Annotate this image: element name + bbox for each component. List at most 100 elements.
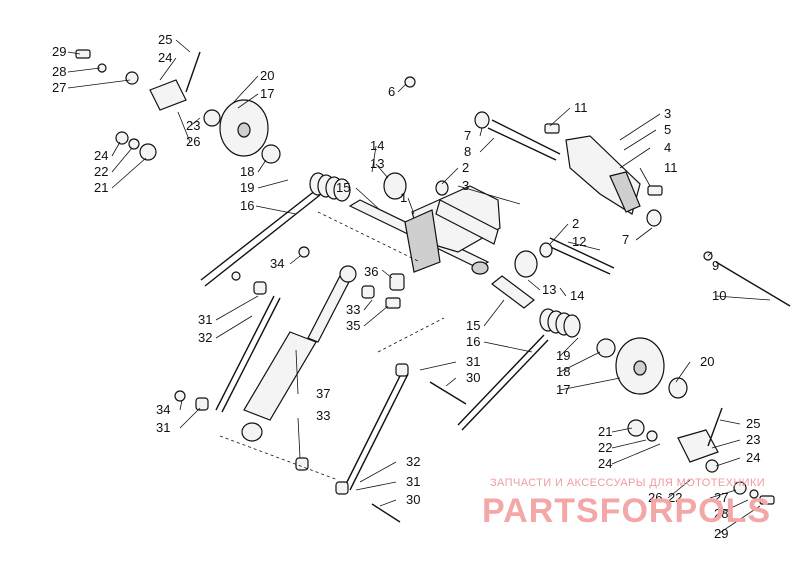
callout-label: 31 [406,474,420,489]
spacer-23-left [203,109,221,127]
callout-label: 30 [406,492,420,507]
callout-labels: 29 28 27 25 24 20 17 23 26 24 22 21 18 1… [52,32,760,541]
callout-label: 20 [260,68,274,83]
callout-label: 5 [664,122,671,137]
rear-arm-plate-4 [609,171,641,213]
bushing-31-upper-left [253,281,267,295]
callout-label: 1 [400,190,407,205]
spring-arm-16-right [461,339,549,431]
spring-arm-16-left [204,194,321,287]
callout-label: 36 [364,264,378,279]
torsion-spring-16-right [539,308,581,338]
callout-label: 22 [94,164,108,179]
callout-label: 29 [714,526,728,541]
spring-arm-16-right-b [457,334,545,426]
leader-lines [67,39,771,535]
pivot-bushing-2-bottom [539,242,553,258]
callout-label: 24 [598,456,612,471]
callout-label: 17 [556,382,570,397]
cap-21-right [627,419,645,437]
callout-label: 14 [370,138,384,153]
callout-label: 21 [94,180,108,195]
callout-label: 24 [158,50,172,65]
callout-label: 25 [158,32,172,47]
callout-label: 13 [370,156,384,171]
callout-label: 33 [346,302,360,317]
bushing-31-lower-left [195,397,209,411]
callout-label: 31 [466,354,480,369]
callout-label: 2 [572,216,579,231]
callout-label: 8 [464,144,471,159]
bushing-31-mid [395,363,409,377]
callout-label: 2 [462,160,469,175]
bolt-35 [385,297,401,309]
bolt-29-right [759,495,775,505]
cap-21-left [139,143,157,161]
callout-label: 31 [198,312,212,327]
long-bolt-10 [715,261,791,307]
callout-label: 13 [542,282,556,297]
callout-label: 16 [240,198,254,213]
idler-wheel-hub-left [237,122,251,138]
watermark-tagline: ЗАПЧАСТИ И АКСЕССУАРЫ ДЛЯ МОТОТЕХНИКИ [490,477,765,489]
bearing-18-left [261,144,281,164]
washer-22-left [128,138,140,150]
bolt-25-right [707,407,723,447]
bolt-29-left [75,49,91,59]
axle-block-24-left [149,79,187,111]
callout-label: 19 [240,180,254,195]
callout-label: 11 [574,100,588,115]
bolt-11-right [647,185,663,196]
callout-label: 14 [570,288,584,303]
cap-27-right [733,481,747,495]
callout-label: 26 [186,134,200,149]
bushing-31-lower-right [335,481,349,495]
shock-eye-bottom [241,422,263,442]
callout-label: 12 [572,234,586,249]
bushing-7-top [474,111,490,129]
pivot-bushing-13-top [383,172,407,200]
spacer-36 [389,273,405,291]
callout-label: 22 [598,440,612,455]
callout-label: 25 [746,416,760,431]
callout-label: 29 [52,44,66,59]
nut-6 [404,76,416,88]
long-rod-8 [487,127,557,161]
axle-block-23-right [677,429,719,463]
callout-label: 31 [156,420,170,435]
watermark-logo: PARTSFORPOLS [482,492,771,530]
callout-label: 15 [466,318,480,333]
long-rod-12 [545,244,611,275]
callout-label: 22 [668,490,682,505]
callout-label: 27 [714,490,728,505]
callout-label: 28 [52,64,66,79]
callout-label: 15 [336,180,350,195]
callout-label: 34 [270,256,284,271]
spacer-24-left-small [115,131,129,145]
bolt-25-left [185,51,201,93]
callout-label: 3 [664,106,671,121]
link-rod-32-left-b [221,297,281,413]
callout-label: 23 [186,118,200,133]
callout-label: 6 [388,84,395,99]
callout-label: 3 [462,178,469,193]
pivot-bushing-13-bottom [514,250,538,278]
washer-22-right [646,430,658,442]
callout-label: 26 [648,490,662,505]
callout-label: 28 [714,506,728,521]
callout-label: 20 [700,354,714,369]
nut-34-upper [298,246,310,258]
spacer-24-right [705,459,719,473]
callout-label: 32 [406,454,420,469]
pivot-arm-plate [404,209,441,273]
callout-label: 30 [466,370,480,385]
callout-label: 10 [712,288,726,303]
callout-label: 18 [240,164,254,179]
shock-absorber-37-body [243,331,317,421]
long-rod-8b [491,119,561,155]
callout-label: 16 [466,334,480,349]
callout-label: 21 [598,424,612,439]
torsion-spring-16-left [309,172,351,202]
link-rod-32-right [343,371,403,489]
callout-label: 7 [464,128,471,143]
